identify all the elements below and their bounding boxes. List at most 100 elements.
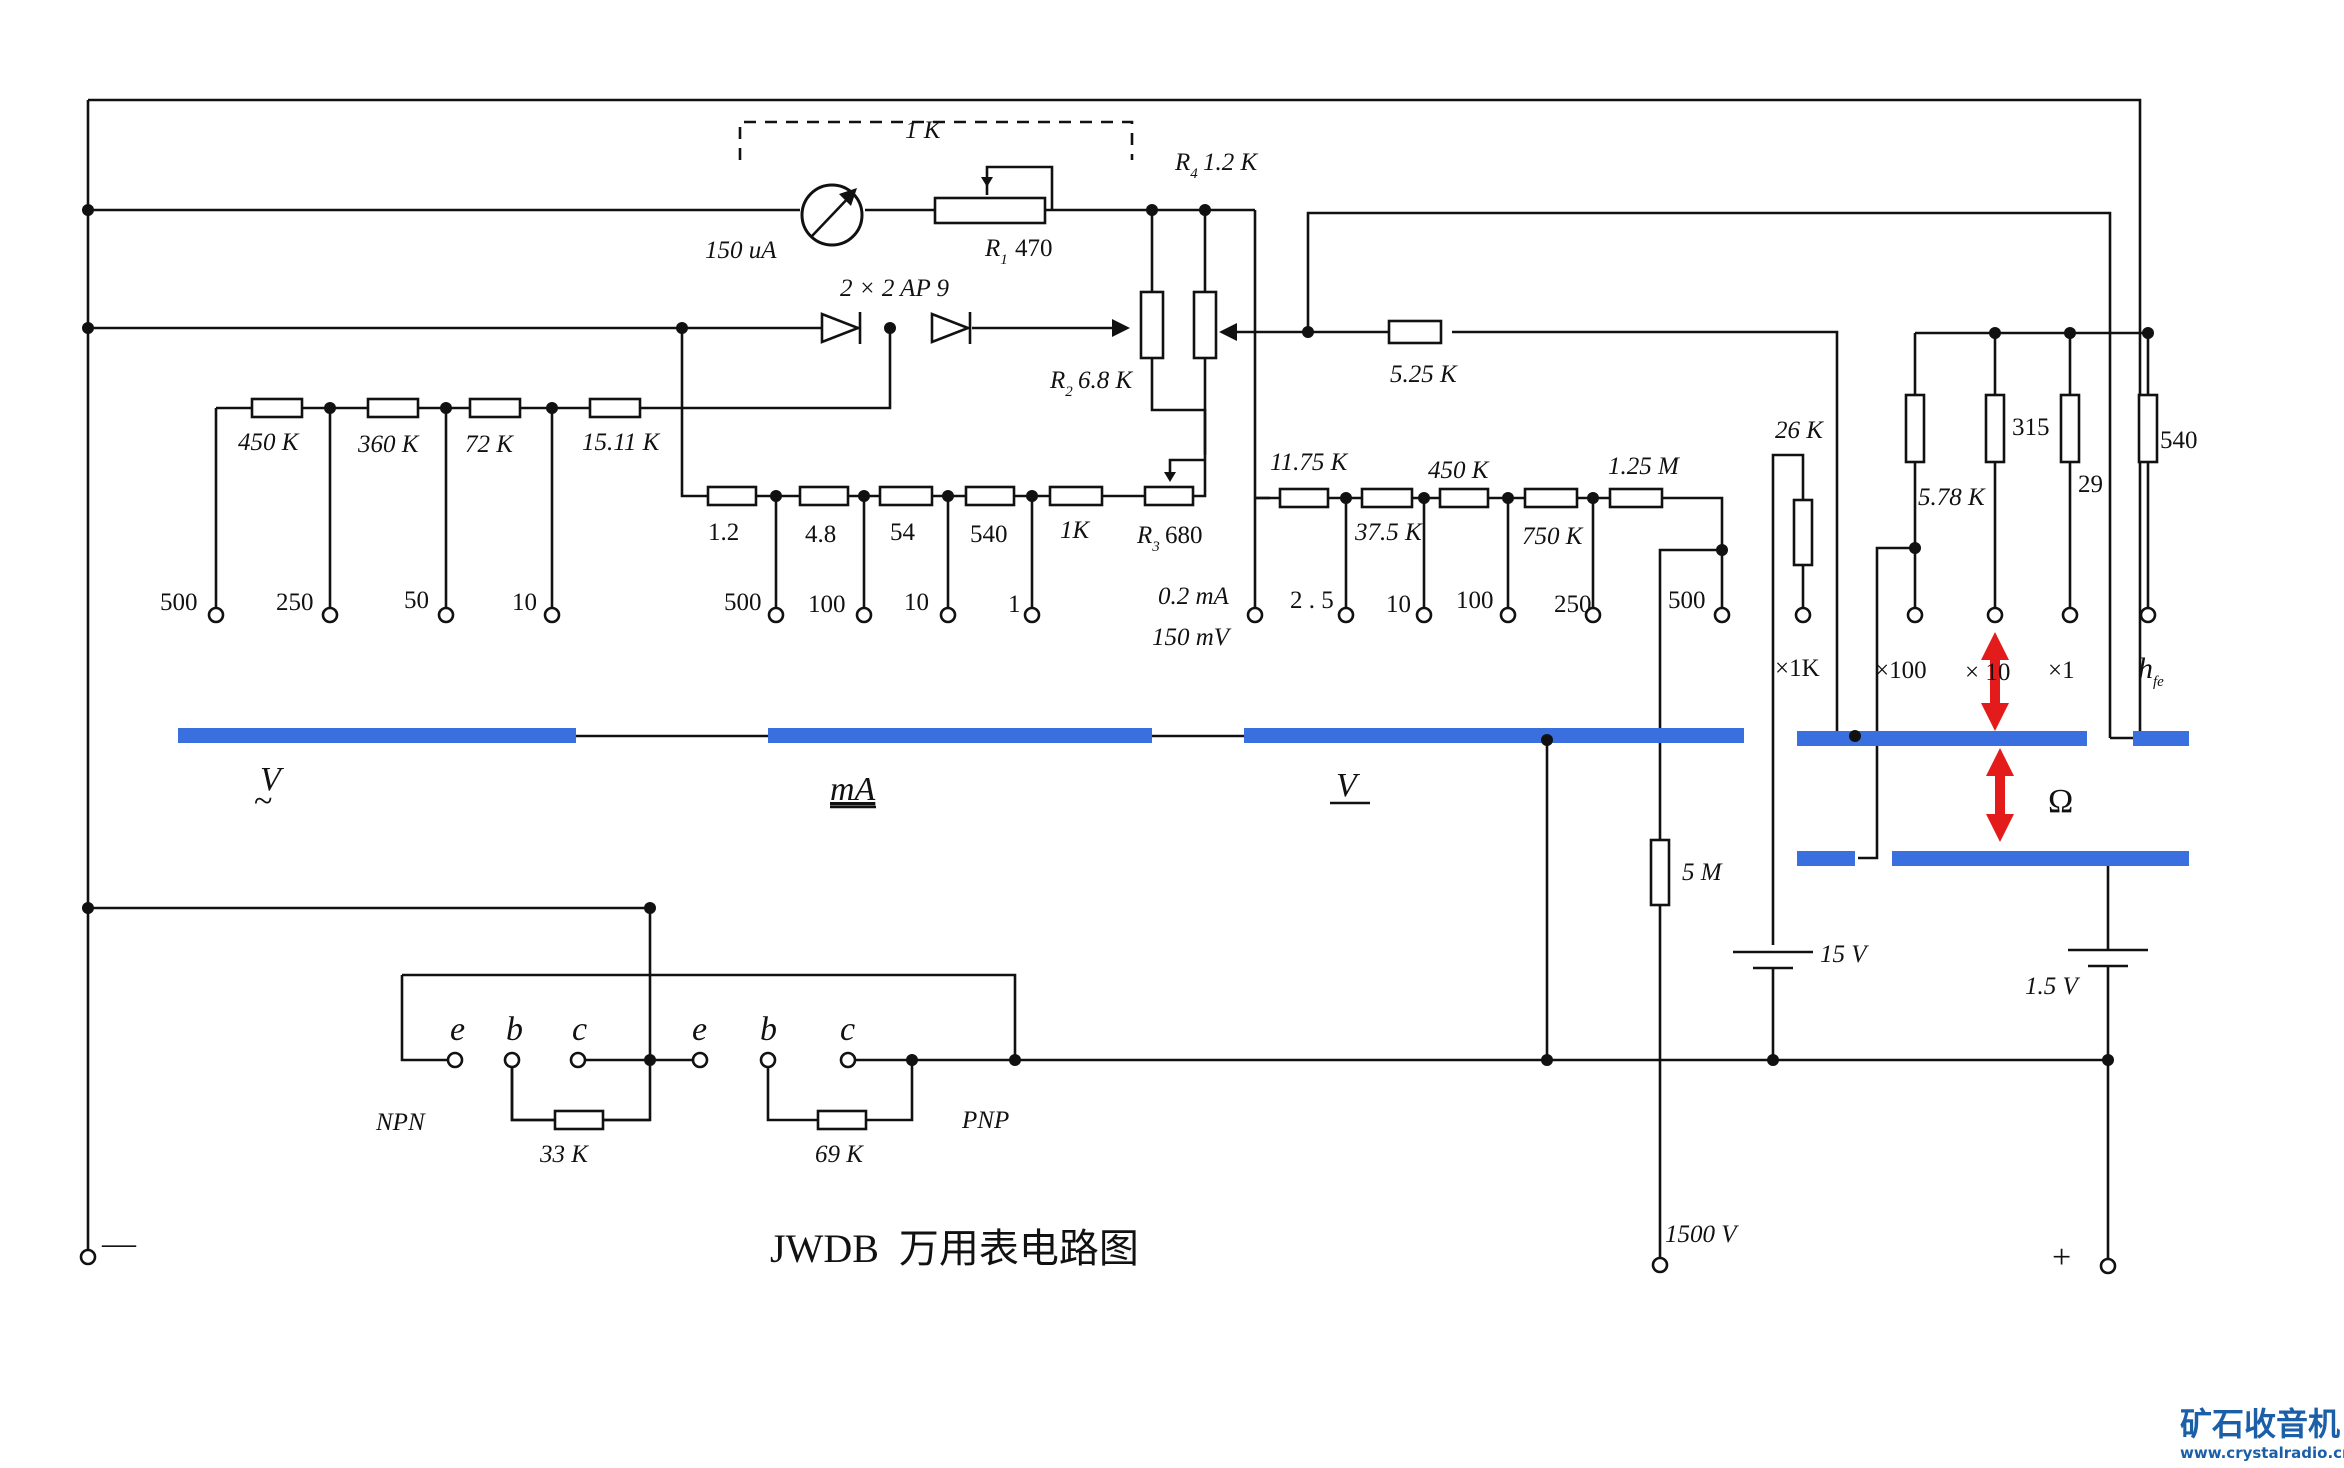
terminal-ohm-x100[interactable] bbox=[1906, 606, 1924, 624]
ohm-resistor-label: 5.78 K bbox=[1918, 484, 1986, 511]
watermark-brand: 矿石收音机 bbox=[2180, 1405, 2340, 1443]
terminal-dc-10[interactable] bbox=[1415, 606, 1433, 624]
terminal-ohm-x1k[interactable] bbox=[1794, 606, 1812, 624]
switch-bar-hfe bbox=[2133, 731, 2189, 746]
terminal-hfe[interactable] bbox=[2139, 606, 2157, 624]
potentiometer-r3 bbox=[1143, 485, 1195, 507]
resistor-dc-4 bbox=[1523, 487, 1579, 509]
resistor-ac-2 bbox=[366, 397, 420, 419]
meter-current-label: 150 uA bbox=[705, 237, 777, 264]
socket-pnp-c[interactable] bbox=[839, 1051, 857, 1069]
switch-arrows bbox=[1981, 632, 2014, 842]
ma-resistor-label: 1K bbox=[1060, 517, 1091, 544]
pnp-label: PNP bbox=[961, 1107, 1009, 1134]
common-label-ma: 0.2 mA bbox=[1158, 583, 1230, 610]
junctions bbox=[82, 204, 2154, 1066]
socket-npn-b-label: b bbox=[506, 1011, 523, 1048]
diode-icon bbox=[930, 312, 972, 344]
resistor-ma-3 bbox=[878, 485, 934, 507]
section-label-dc: V bbox=[1336, 767, 1361, 804]
resistor-ma-4 bbox=[964, 485, 1016, 507]
socket-pnp-b[interactable] bbox=[759, 1051, 777, 1069]
resistor-r1 bbox=[933, 196, 1047, 225]
terminal-ac-500[interactable] bbox=[207, 606, 225, 624]
ac-resistor-label: 15.11 K bbox=[582, 429, 661, 456]
socket-pnp-b-label: b bbox=[760, 1011, 777, 1048]
resistor-29 bbox=[2059, 393, 2081, 464]
ohm-resistor-label: 26 K bbox=[1775, 417, 1824, 444]
terminal-ma-10[interactable] bbox=[939, 606, 957, 624]
section-mark-ac: ~ bbox=[254, 783, 272, 820]
socket-pnp-c-label: c bbox=[840, 1011, 855, 1048]
resistor-ac-1 bbox=[250, 397, 304, 419]
ma-resistor-label: 54 bbox=[890, 519, 916, 546]
terminal-dc-100[interactable] bbox=[1499, 606, 1517, 624]
resistors bbox=[250, 196, 2159, 1131]
battery-1-5v-label: 1.5 V bbox=[2025, 973, 2081, 1000]
section-label-ma: mA bbox=[830, 771, 876, 808]
resistor-33k bbox=[553, 1109, 605, 1131]
wires bbox=[86, 98, 2150, 1265]
ma-resistor-label: 540 bbox=[970, 521, 1008, 548]
terminal-ma-1[interactable] bbox=[1023, 606, 1041, 624]
resistor-315 bbox=[1984, 393, 2006, 464]
dc-resistor-label: 450 K bbox=[1428, 457, 1490, 484]
socket-pnp-e-label: e bbox=[692, 1011, 707, 1048]
switch-bars bbox=[178, 728, 2189, 866]
ohm-range-label: × 10 bbox=[1965, 659, 2010, 686]
ohm-range-label: ×1 bbox=[2048, 657, 2075, 684]
switch-bar-ohm-left bbox=[1797, 851, 1855, 866]
resistor-540 bbox=[2137, 393, 2159, 464]
resistor-ac-4 bbox=[588, 397, 642, 419]
dc-resistor-label: 1.25 M bbox=[1608, 453, 1680, 480]
switch-bar-ac-volt bbox=[178, 728, 576, 743]
ac-range-label: 50 bbox=[404, 587, 429, 614]
ohm-range-label: ×1K bbox=[1775, 655, 1820, 682]
ma-resistor-label: 4.8 bbox=[805, 521, 836, 548]
terminal-ac-50[interactable] bbox=[437, 606, 455, 624]
double-arrow-icon bbox=[1986, 748, 2014, 842]
ma-range-label: 1 bbox=[1008, 591, 1021, 618]
meter bbox=[800, 183, 864, 247]
socket-npn-e-label: e bbox=[450, 1011, 465, 1048]
terminal-ma-500[interactable] bbox=[767, 606, 785, 624]
resistor-ac-3 bbox=[468, 397, 522, 419]
labels: 150 uA 1 K R1 470 R4 1.2 K 2 × 2 AP 9 R2… bbox=[101, 117, 2344, 1462]
potentiometer-r2 bbox=[1139, 290, 1165, 360]
r3-value: 680 bbox=[1165, 522, 1203, 549]
switch-bar-ohm-top bbox=[1797, 731, 2087, 746]
terminal-plus[interactable] bbox=[2099, 1257, 2117, 1275]
common-label-mv: 150 mV bbox=[1152, 624, 1232, 651]
socket-pnp-e[interactable] bbox=[691, 1051, 709, 1069]
socket-npn-c[interactable] bbox=[569, 1051, 587, 1069]
terminal-ac-10[interactable] bbox=[543, 606, 561, 624]
terminal-ac-250[interactable] bbox=[321, 606, 339, 624]
terminals bbox=[79, 606, 2157, 1275]
npn-resistor-label: 33 K bbox=[539, 1141, 589, 1168]
terminal-dc-2-5[interactable] bbox=[1337, 606, 1355, 624]
ohm-resistor-label: 315 bbox=[2012, 414, 2050, 441]
resistor-5-78k bbox=[1904, 393, 1926, 464]
terminal-ma-100[interactable] bbox=[855, 606, 873, 624]
socket-npn-e[interactable] bbox=[446, 1051, 464, 1069]
terminal-dc-250[interactable] bbox=[1584, 606, 1602, 624]
terminal-1500v[interactable] bbox=[1651, 1256, 1669, 1274]
resistor-5-25k bbox=[1387, 319, 1443, 345]
resistor-5m bbox=[1649, 838, 1671, 907]
resistor-ma-5 bbox=[1048, 485, 1104, 507]
terminal-ohm-x1[interactable] bbox=[2061, 606, 2079, 624]
r4-label: R4 bbox=[1174, 149, 1198, 182]
dashed-value-label: 1 K bbox=[905, 117, 942, 144]
r1-value: 470 bbox=[1015, 235, 1053, 262]
ohm-series-resistor-label: 5.25 K bbox=[1390, 361, 1458, 388]
terminal-minus[interactable] bbox=[79, 1248, 97, 1266]
terminal-dc-500[interactable] bbox=[1713, 606, 1731, 624]
resistor-dc-3 bbox=[1438, 487, 1490, 509]
socket-npn-b[interactable] bbox=[503, 1051, 521, 1069]
r3-label: R3 bbox=[1136, 522, 1160, 555]
hv-resistor-label: 5 M bbox=[1682, 859, 1723, 886]
terminal-ohm-x10[interactable] bbox=[1986, 606, 2004, 624]
terminal-common-02ma[interactable] bbox=[1246, 606, 1264, 624]
switch-bar-ohm-bottom bbox=[1892, 851, 2189, 866]
